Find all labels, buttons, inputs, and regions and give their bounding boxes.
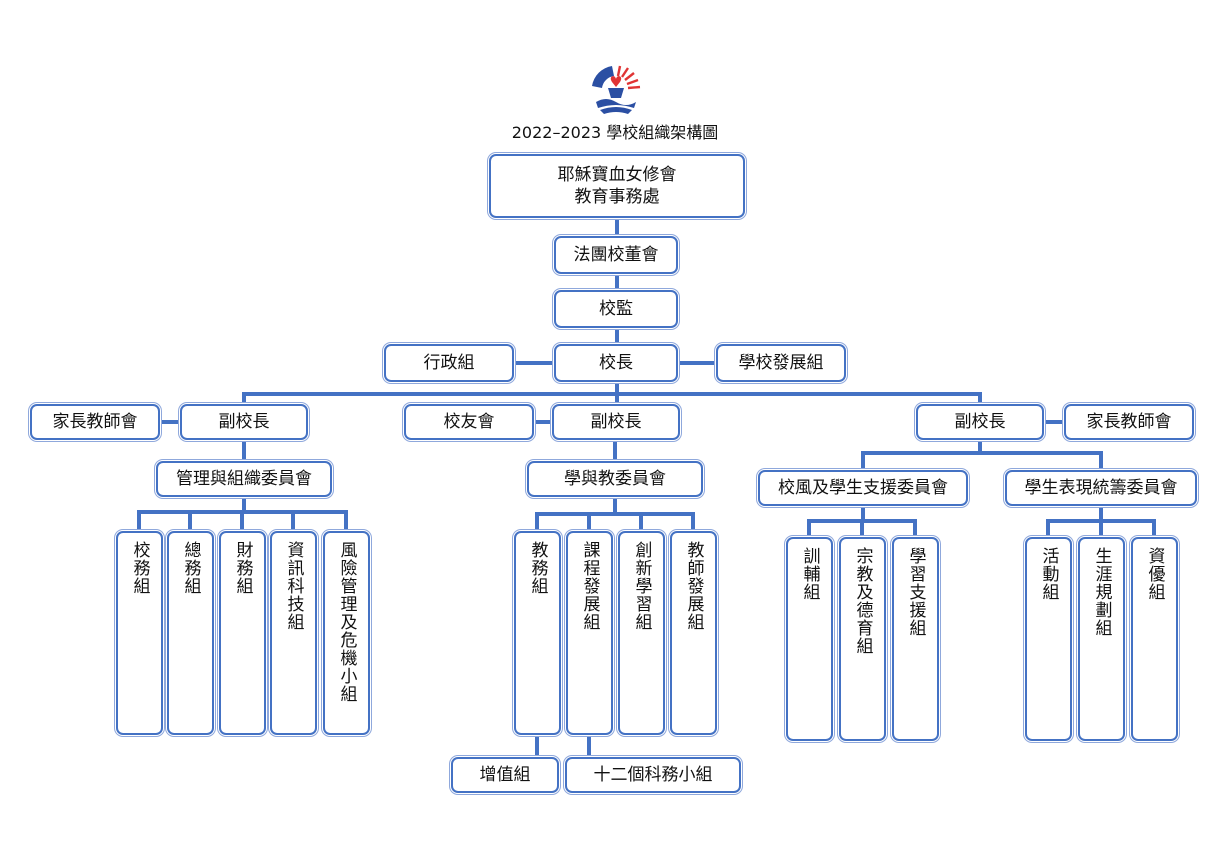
node-learning-group: 教務組 [514, 531, 561, 735]
chart-title: 2022–2023 學校組織架構圖 [511, 123, 719, 142]
node-vp-right-label: 副校長 [954, 412, 1006, 432]
node-school-dev-group-label: 學校發展組 [738, 353, 824, 373]
node-ethos-group-label: 學習支援組 [905, 547, 926, 637]
node-mgmt-group: 資訊科技組 [270, 531, 317, 735]
node-alumni: 校友會 [404, 404, 534, 440]
node-student-perf-committee: 學生表現統籌委員會 [1005, 470, 1197, 506]
node-learning-group: 教師發展組 [670, 531, 717, 735]
logo-wave [596, 99, 636, 108]
node-admin-group: 行政組 [384, 344, 514, 382]
node-ethos-group: 訓輔組 [786, 537, 833, 741]
node-ethos-committee: 校風及學生支援委員會 [758, 470, 968, 506]
node-mgmt-group-label: 財務組 [232, 541, 253, 595]
logo-cup [608, 88, 624, 98]
node-pta-right-label: 家長教師會 [1086, 412, 1172, 432]
node-ethos-committee-label: 校風及學生支援委員會 [778, 478, 948, 498]
node-pta-left: 家長教師會 [30, 404, 160, 440]
node-supervisor-label: 校監 [599, 299, 633, 319]
node-mgmt-group: 總務組 [167, 531, 214, 735]
node-learning-group-label: 教務組 [527, 541, 548, 595]
node-mgmt-committee-label: 管理與組織委員會 [176, 469, 312, 489]
node-perf-group: 資優組 [1131, 537, 1178, 741]
node-principal: 校長 [554, 344, 678, 382]
node-mgmt-group-label: 總務組 [180, 541, 201, 595]
node-subject-groups-label: 十二個科務小組 [593, 765, 713, 785]
node-ethos-group: 學習支援組 [892, 537, 939, 741]
node-value-added-group-label: 增值組 [479, 765, 531, 785]
node-mgmt-committee: 管理與組織委員會 [156, 461, 332, 497]
node-learning-group: 課程發展組 [566, 531, 613, 735]
node-pta-right: 家長教師會 [1064, 404, 1194, 440]
node-mgmt-group: 財務組 [219, 531, 266, 735]
node-vp-mid: 副校長 [552, 404, 680, 440]
node-admin-group-label: 行政組 [423, 353, 475, 373]
node-learning-committee-label: 學與教委員會 [564, 469, 666, 489]
logo-blue-arc [592, 66, 614, 88]
node-school-dev-group: 學校發展組 [716, 344, 846, 382]
node-vp-right: 副校長 [916, 404, 1044, 440]
node-congregation-label: 耶穌寶血女修會 教育事務處 [557, 165, 677, 207]
node-value-added-group: 增值組 [451, 757, 559, 793]
node-learning-group: 創新學習組 [618, 531, 665, 735]
node-perf-group-label: 生涯規劃組 [1091, 547, 1112, 637]
node-perf-group: 活動組 [1025, 537, 1072, 741]
node-perf-group: 生涯規劃組 [1078, 537, 1125, 741]
node-learning-committee: 學與教委員會 [527, 461, 703, 497]
node-mgmt-group: 風險管理及危機小組 [323, 531, 370, 735]
logo-heart [610, 76, 622, 87]
node-board-label: 法團校董會 [573, 245, 659, 265]
node-perf-group-label: 資優組 [1144, 547, 1165, 601]
node-mgmt-group-label: 風險管理及危機小組 [336, 541, 357, 703]
node-subject-groups: 十二個科務小組 [565, 757, 741, 793]
node-learning-group-label: 課程發展組 [579, 541, 600, 631]
node-vp-left: 副校長 [180, 404, 308, 440]
node-ethos-group: 宗教及德育組 [839, 537, 886, 741]
node-principal-label: 校長 [599, 353, 633, 373]
node-learning-group-label: 教師發展組 [683, 541, 704, 631]
school-logo [590, 64, 642, 116]
node-mgmt-group: 校務組 [116, 531, 163, 735]
node-perf-group-label: 活動組 [1038, 547, 1059, 601]
node-supervisor: 校監 [554, 290, 678, 328]
logo-red-rays [616, 65, 641, 90]
node-mgmt-group-label: 資訊科技組 [283, 541, 304, 631]
node-student-perf-committee-label: 學生表現統籌委員會 [1024, 478, 1178, 498]
node-mgmt-group-label: 校務組 [129, 541, 150, 595]
node-ethos-group-label: 宗教及德育組 [852, 547, 873, 655]
node-vp-left-label: 副校長 [218, 412, 270, 432]
logo-wave-lower [600, 107, 632, 114]
node-ethos-group-label: 訓輔組 [799, 547, 820, 601]
node-board: 法團校董會 [554, 236, 678, 274]
node-congregation: 耶穌寶血女修會 教育事務處 [489, 154, 745, 218]
node-alumni-label: 校友會 [443, 412, 495, 432]
node-vp-mid-label: 副校長 [590, 412, 642, 432]
node-learning-group-label: 創新學習組 [631, 541, 652, 631]
node-pta-left-label: 家長教師會 [52, 412, 138, 432]
